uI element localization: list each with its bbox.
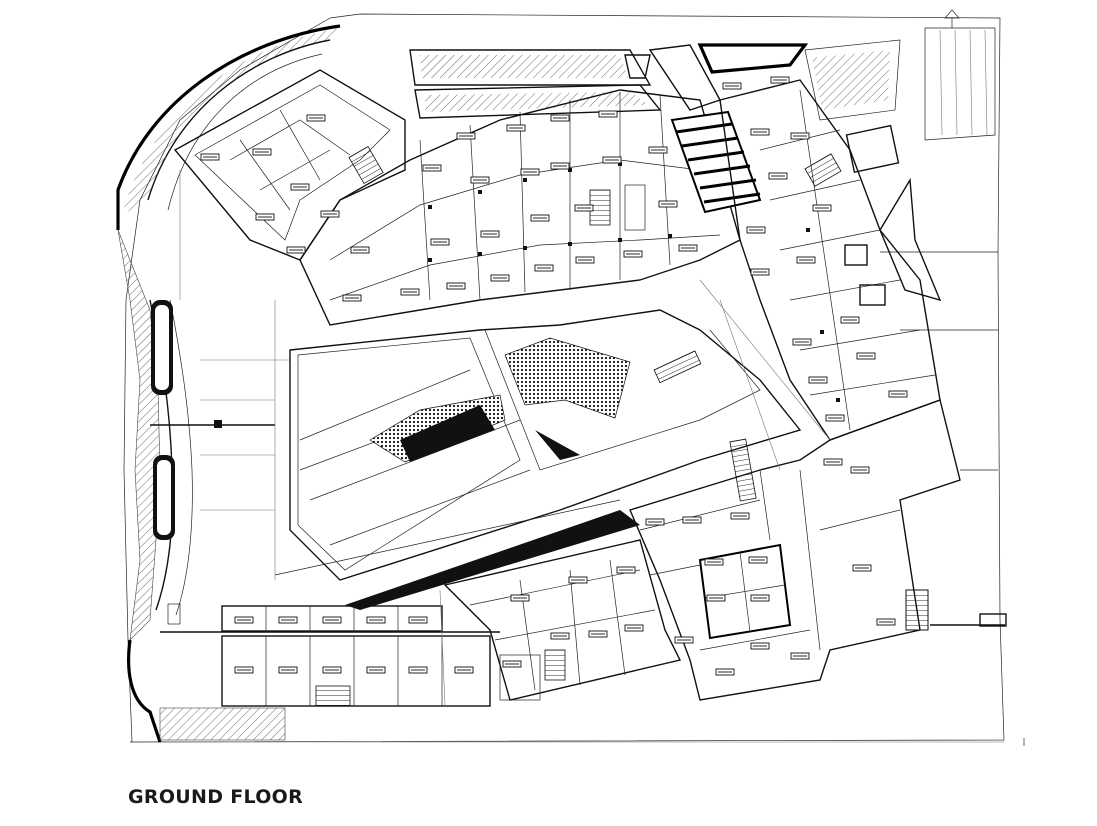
circulation-lines bbox=[179, 170, 831, 706]
east-service-strip bbox=[880, 27, 998, 471]
main-stair-bank bbox=[670, 110, 762, 214]
east-wing bbox=[719, 79, 942, 441]
facade-niches bbox=[150, 300, 275, 540]
drawing-title: GROUND FLOOR bbox=[128, 786, 304, 808]
south-shop-row bbox=[159, 603, 500, 741]
north-service-band bbox=[409, 39, 901, 121]
northwest-wing bbox=[173, 69, 406, 261]
structural-columns bbox=[428, 162, 840, 402]
corner-marker bbox=[944, 9, 960, 28]
room-tags bbox=[200, 76, 908, 676]
floor-plan-drawing bbox=[116, 9, 1025, 746]
southeast-block bbox=[629, 399, 1007, 701]
central-atrium bbox=[289, 309, 802, 581]
diagonal-wall bbox=[274, 499, 640, 610]
curved-facade bbox=[116, 24, 341, 743]
